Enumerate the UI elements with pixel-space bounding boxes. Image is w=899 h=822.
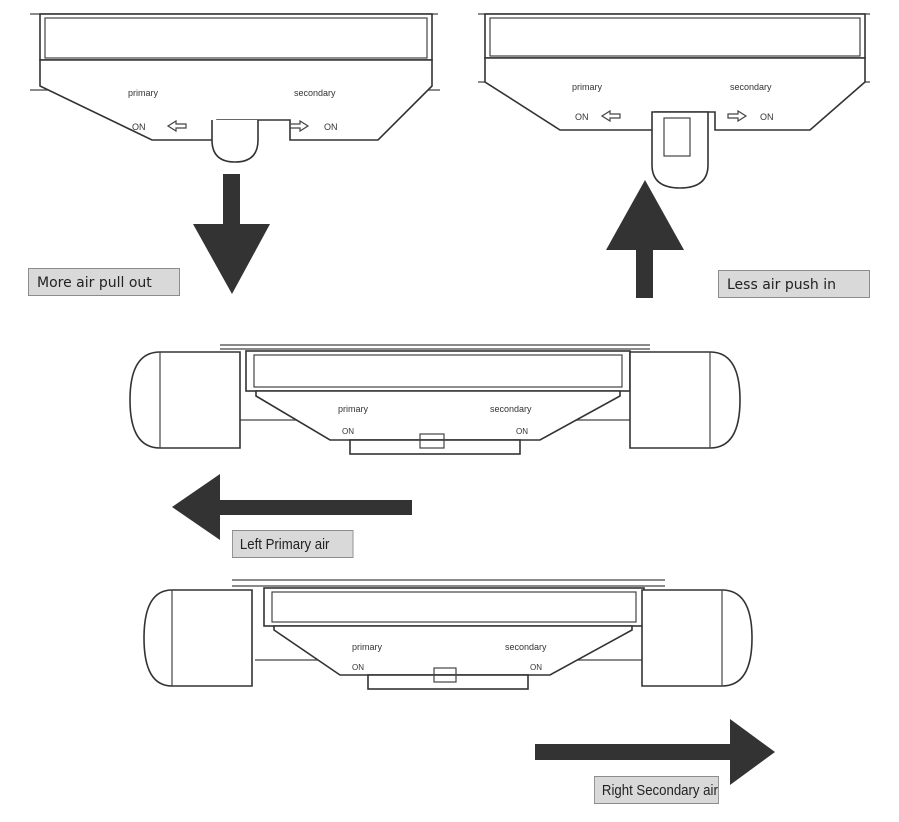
primary-label: primary (572, 82, 603, 92)
on-label-left: ON (352, 663, 364, 672)
left-small-arrow-icon (166, 119, 187, 133)
primary-label: primary (128, 88, 159, 98)
up-arrow-icon (606, 180, 684, 298)
primary-label: primary (352, 642, 383, 652)
right-arrow-icon (535, 719, 775, 785)
panel-pushed-in-device: primary secondary ON ON (478, 13, 870, 189)
callout-less-air-push-in: Less air push in (718, 270, 870, 298)
on-label-left: ON (575, 112, 589, 122)
on-label-right: ON (516, 427, 528, 436)
on-label-right: ON (324, 122, 338, 132)
left-arrow-icon (172, 474, 412, 540)
primary-label: primary (338, 404, 369, 414)
secondary-label: secondary (294, 88, 336, 98)
on-label-right: ON (760, 112, 774, 122)
callout-left-primary-air: Left Primary air (232, 530, 354, 558)
right-small-arrow-icon (289, 119, 310, 133)
panel-left-primary-device: primary secondary ON ON (129, 344, 741, 455)
left-small-arrow-icon (600, 109, 621, 123)
secondary-label: secondary (490, 404, 532, 414)
down-arrow-icon (193, 174, 270, 294)
panel-pulled-out-device: primary secondary ON ON (30, 13, 440, 163)
on-label-left: ON (342, 427, 354, 436)
callout-more-air-pull-out: More air pull out (28, 268, 180, 296)
on-label-left: ON (132, 122, 146, 132)
secondary-label: secondary (730, 82, 772, 92)
on-label-right: ON (530, 663, 542, 672)
callout-right-secondary-air: Right Secondary air (594, 776, 719, 804)
secondary-label: secondary (505, 642, 547, 652)
right-small-arrow-icon (727, 109, 748, 123)
panel-right-secondary-device: primary secondary ON ON (143, 579, 753, 690)
